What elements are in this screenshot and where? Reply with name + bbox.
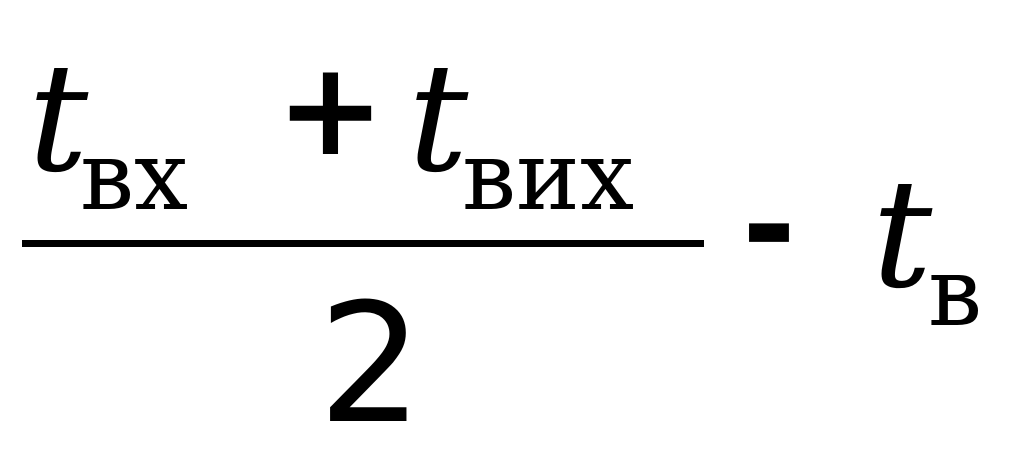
subscript-inlet: вх bbox=[80, 120, 189, 232]
denominator: 2 bbox=[318, 268, 423, 460]
subscript-outlet: вих bbox=[462, 120, 635, 232]
plus-operator: + bbox=[276, 33, 385, 185]
variable-t-air: t bbox=[872, 148, 933, 322]
fraction-bar bbox=[22, 240, 704, 247]
subscript-air: в bbox=[928, 236, 983, 348]
minus-operator: - bbox=[742, 149, 796, 301]
variable-t-outlet: t bbox=[408, 32, 469, 206]
variable-t-inlet: t bbox=[28, 32, 89, 206]
